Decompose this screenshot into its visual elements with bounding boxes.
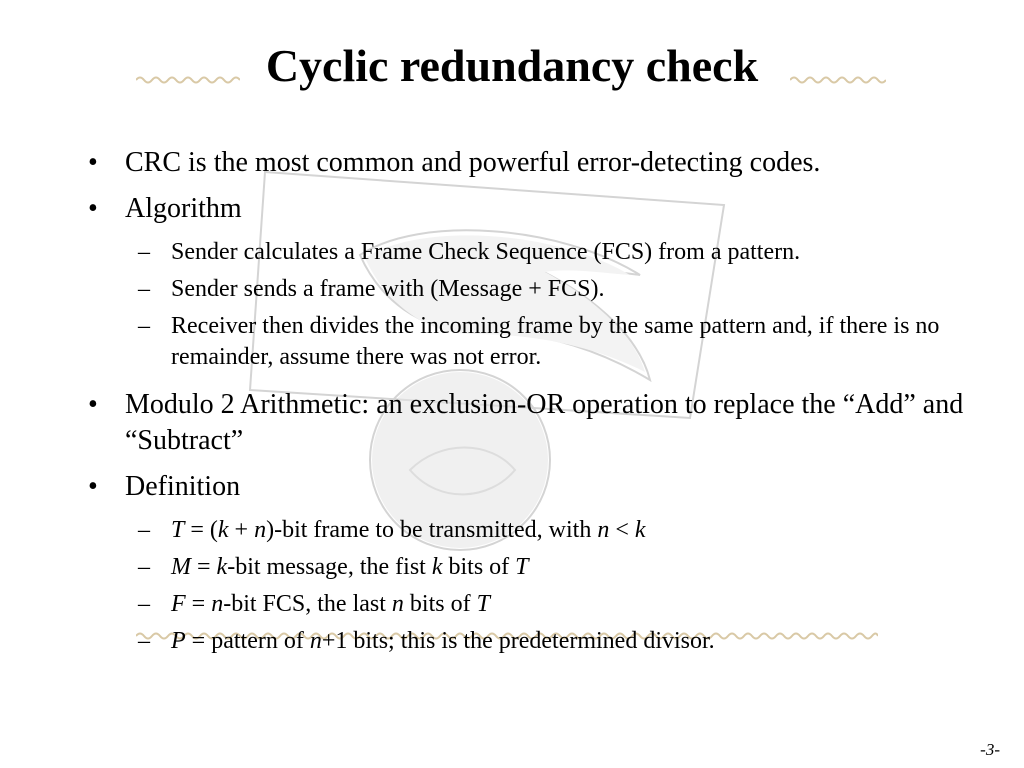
def-text: -bit FCS, the last [223,591,392,617]
sub-bullet-send: – Sender sends a frame with (Message + F… [88,274,968,305]
def-item-t: – T = (k + n)-bit frame to be transmitte… [88,515,968,546]
var-f: F [171,591,186,617]
def-text: bits of [403,591,477,617]
def-text: )-bit frame to be transmitted, with [266,517,598,543]
wave-ornament-right [790,76,886,84]
var-k: k [431,554,443,580]
var-p: P [171,628,186,654]
bullet-modulo: • Modulo 2 Arithmetic: an exclusion-OR o… [88,387,968,459]
bullet-text: CRC is the most common and powerful erro… [125,147,821,178]
slide-body: • CRC is the most common and powerful er… [88,140,968,663]
var-n: n [211,591,224,617]
bullet-algorithm: • Algorithm [88,191,968,227]
def-text: = [191,554,217,580]
sub-bullet-text: Receiver then divides the incoming frame… [171,313,940,370]
bullet-text: Algorithm [125,193,242,224]
sub-bullet-receive: – Receiver then divides the incoming fra… [88,311,968,373]
def-item-f: – F = n-bit FCS, the last n bits of T [88,589,968,620]
def-item-m: – M = k-bit message, the fist k bits of … [88,552,968,583]
bullet-definition: • Definition [88,469,968,505]
var-n: n [597,517,610,543]
def-text: pattern of [211,628,310,654]
def-text: -bit message, the fist [227,554,432,580]
var-t: T [515,554,529,580]
var-n: n [309,628,322,654]
var-t: T [171,517,185,543]
sub-bullet-fcs: – Sender calculates a Frame Check Sequen… [88,237,968,268]
def-text: +1 bits; this is the predetermined divis… [321,628,715,654]
def-text: + [228,517,255,543]
sub-bullet-text: Sender sends a frame with (Message + FCS… [171,276,605,302]
bullet-dot: • [88,147,98,178]
bullet-dot: • [88,471,98,502]
def-text: = ( [184,517,218,543]
sub-bullet-dash: – [138,313,150,339]
bullet-text: Definition [125,471,241,502]
var-k: k [634,517,646,543]
var-k: k [217,517,229,543]
var-t: T [476,591,490,617]
page-number: -3- [980,740,1000,759]
sub-bullet-dash: – [138,591,150,617]
sub-bullet-dash: – [138,276,150,302]
def-text: = [185,628,212,654]
sub-bullet-text: Sender calculates a Frame Check Sequence… [171,239,801,265]
var-k: k [216,554,228,580]
bullet-text: Modulo 2 Arithmetic: an exclusion-OR ope… [125,389,964,456]
bullet-dot: • [88,389,98,420]
def-item-p: – P = pattern of n+1 bits; this is the p… [88,626,968,657]
var-n: n [391,591,404,617]
bullet-crc: • CRC is the most common and powerful er… [88,145,968,181]
def-text: < [609,517,635,543]
def-text: = [185,591,212,617]
slide-title: Cyclic redundancy check [265,40,759,91]
var-m: M [171,554,191,580]
sub-bullet-dash: – [138,517,150,543]
sub-bullet-dash: – [138,554,150,580]
bullet-dot: • [88,193,98,224]
wave-ornament-bottom [136,632,878,640]
var-n: n [254,517,267,543]
sub-bullet-dash: – [138,628,150,654]
sub-bullet-dash: – [138,239,150,265]
def-text: bits of [442,554,516,580]
wave-ornament-left [136,76,240,84]
